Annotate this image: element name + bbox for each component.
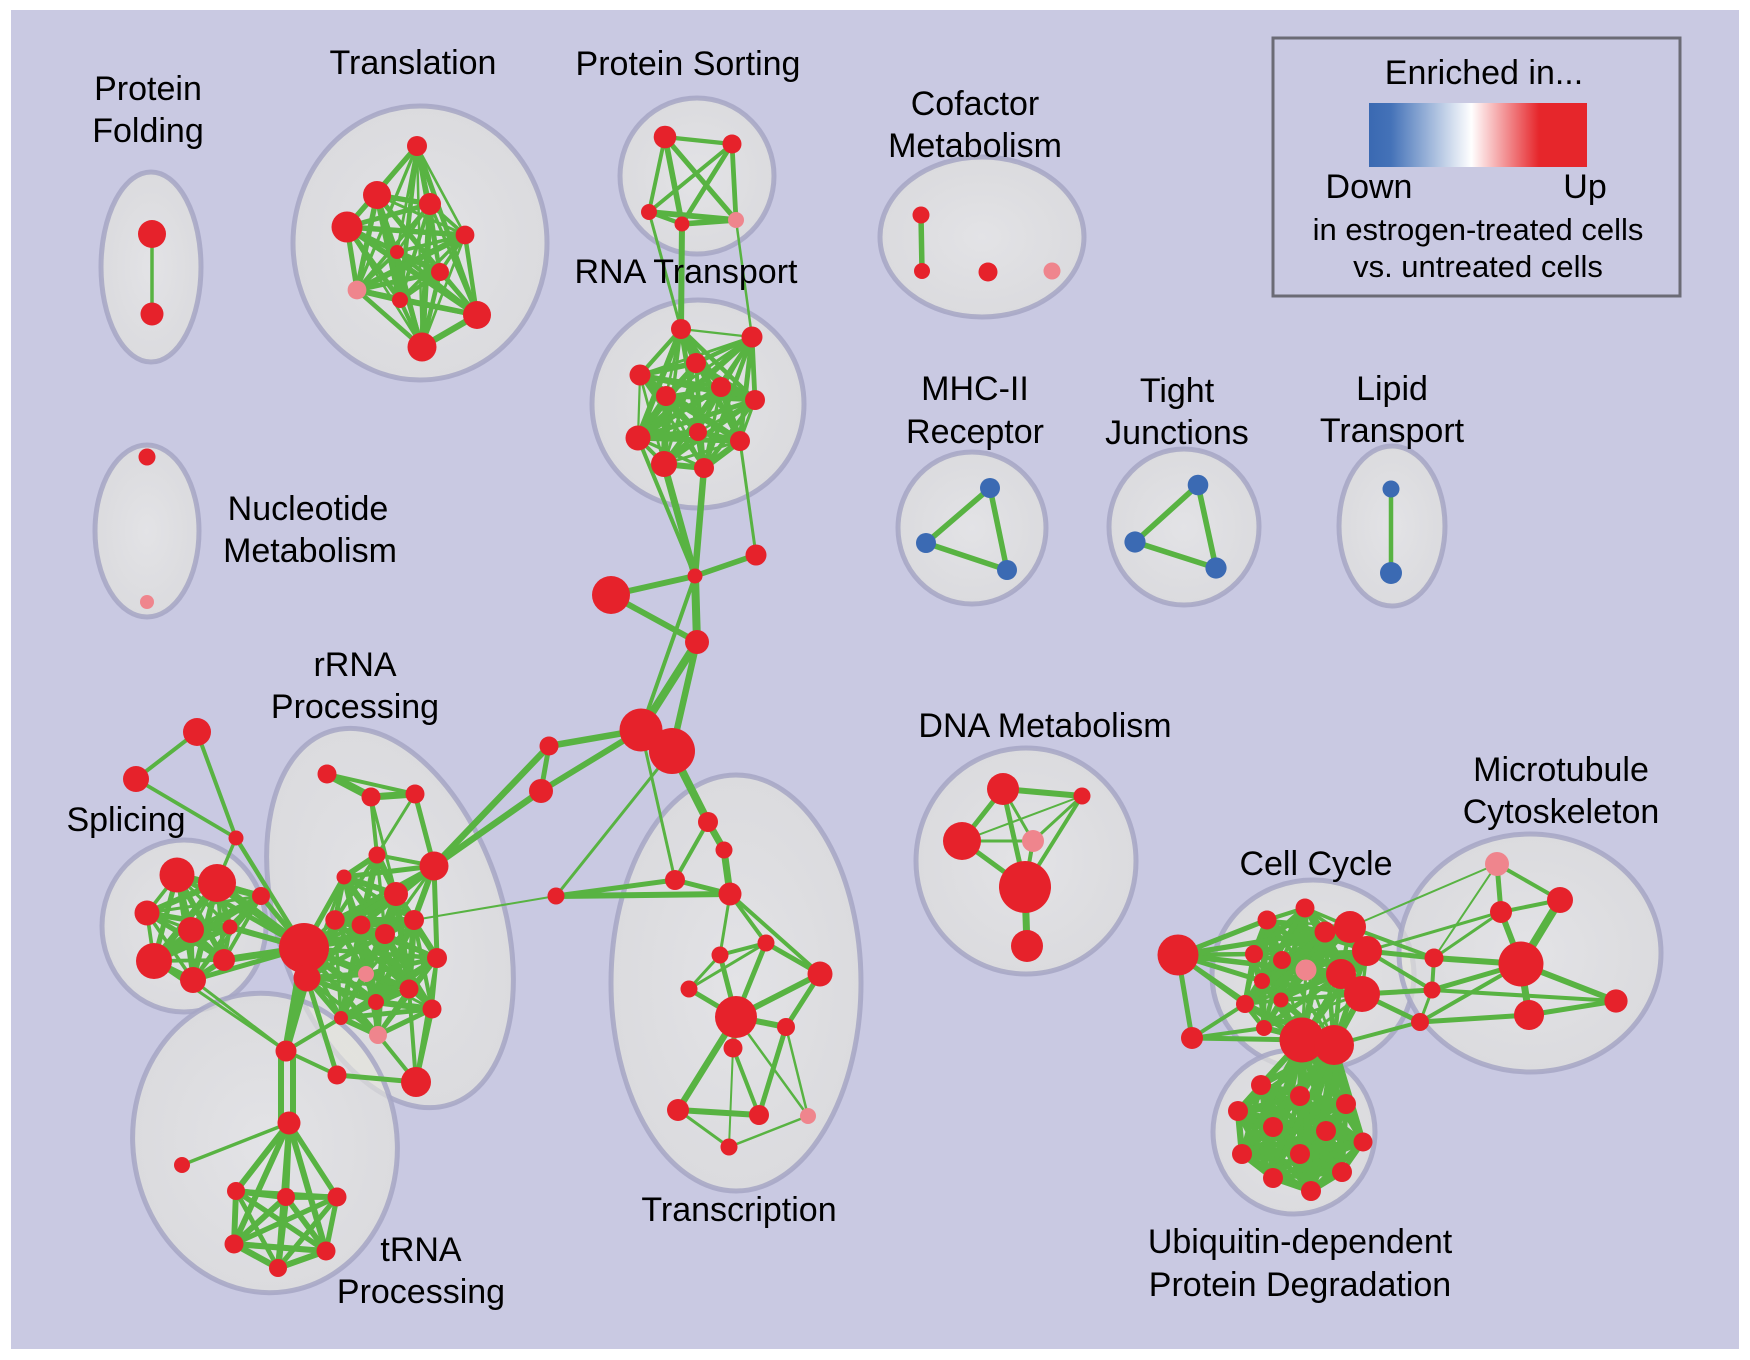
- svg-text:Translation: Translation: [330, 44, 497, 82]
- svg-text:Transcription: Transcription: [641, 1191, 836, 1229]
- svg-text:tRNA: tRNA: [380, 1231, 462, 1269]
- svg-text:Up: Up: [1563, 168, 1606, 206]
- svg-text:Tight: Tight: [1140, 372, 1215, 410]
- svg-text:Cytoskeleton: Cytoskeleton: [1463, 793, 1660, 831]
- svg-text:Protein: Protein: [94, 70, 202, 108]
- svg-text:Down: Down: [1326, 168, 1413, 206]
- svg-text:Protein Sorting: Protein Sorting: [576, 45, 801, 83]
- svg-text:Enriched in...: Enriched in...: [1385, 54, 1583, 92]
- svg-text:Microtubule: Microtubule: [1473, 751, 1649, 789]
- svg-text:Splicing: Splicing: [66, 801, 185, 839]
- svg-text:Cell Cycle: Cell Cycle: [1239, 845, 1392, 883]
- svg-text:DNA Metabolism: DNA Metabolism: [918, 707, 1171, 745]
- svg-text:Metabolism: Metabolism: [223, 532, 397, 570]
- svg-text:Protein Degradation: Protein Degradation: [1149, 1266, 1451, 1304]
- svg-text:vs. untreated cells: vs. untreated cells: [1353, 249, 1603, 284]
- svg-text:Metabolism: Metabolism: [888, 127, 1062, 165]
- svg-text:Processing: Processing: [271, 688, 439, 726]
- svg-text:Ubiquitin-dependent: Ubiquitin-dependent: [1148, 1223, 1453, 1261]
- svg-text:RNA Transport: RNA Transport: [575, 253, 799, 291]
- svg-text:Receptor: Receptor: [906, 413, 1044, 451]
- svg-text:MHC-II: MHC-II: [921, 370, 1029, 408]
- svg-text:in estrogen-treated cells: in estrogen-treated cells: [1313, 212, 1644, 247]
- svg-text:Processing: Processing: [337, 1273, 505, 1311]
- svg-text:Transport: Transport: [1320, 412, 1465, 450]
- svg-text:rRNA: rRNA: [313, 646, 396, 684]
- svg-text:Folding: Folding: [92, 112, 204, 150]
- svg-text:Nucleotide: Nucleotide: [228, 490, 389, 528]
- svg-text:Junctions: Junctions: [1105, 414, 1249, 452]
- svg-text:Cofactor: Cofactor: [911, 85, 1040, 123]
- svg-text:Lipid: Lipid: [1356, 370, 1428, 408]
